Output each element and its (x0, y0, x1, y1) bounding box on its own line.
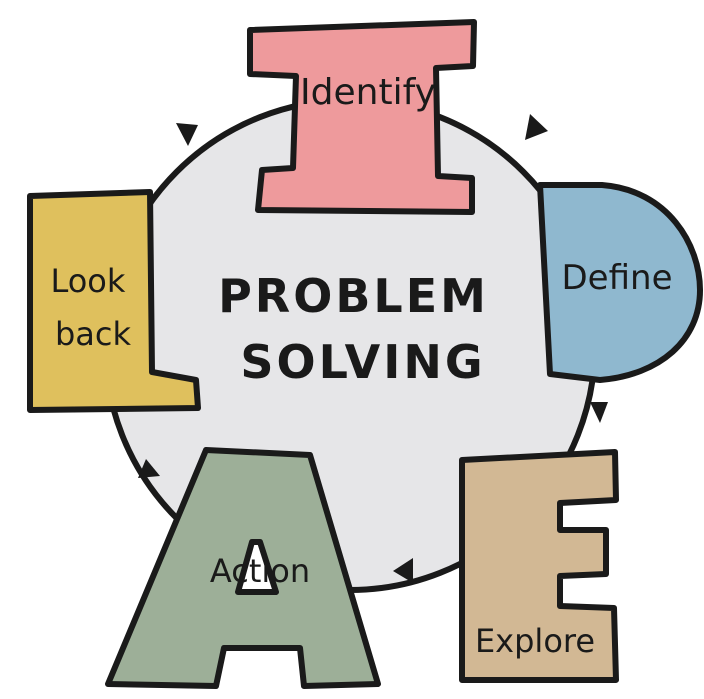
arrow-icon (393, 558, 413, 583)
step-action: Action (105, 447, 381, 689)
step-label: Identify (300, 72, 436, 113)
arrow-icon (138, 459, 160, 478)
letter-l-shape (27, 189, 201, 413)
step-label: Look back (50, 262, 135, 353)
letter-d-shape (537, 182, 703, 383)
letter-i-shape (247, 19, 477, 215)
arrow-icon (525, 114, 548, 140)
arrow-icon (590, 402, 608, 423)
diagram-title-line: PROBLEM (218, 269, 489, 323)
step-define: Define (537, 182, 703, 383)
arrow-icon (176, 123, 198, 146)
step-explore: Explore (459, 449, 619, 683)
step-label: Explore (475, 622, 595, 660)
diagram-title-line: SOLVING (240, 335, 485, 389)
step-label: Action (210, 552, 310, 590)
diagram-title: PROBLEM SOLVING (218, 269, 508, 389)
step-label-line: back (55, 315, 132, 353)
step-label-line: Look (50, 262, 125, 300)
step-identify: Identify (247, 19, 477, 215)
step-look-back: Look back (27, 189, 201, 413)
letter-a-hole (235, 539, 279, 595)
letter-e-shape (459, 449, 619, 683)
step-label: Define (562, 258, 673, 298)
